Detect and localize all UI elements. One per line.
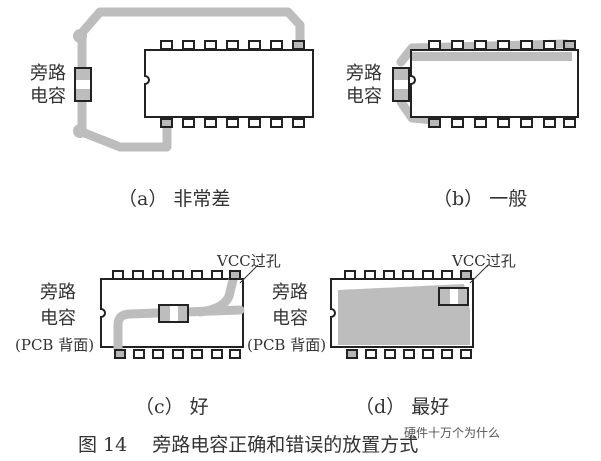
- bypass-capacitor: [438, 287, 469, 306]
- via-bottom: [73, 124, 87, 138]
- bypass-capacitor: [392, 67, 410, 102]
- trace-top: [75, 7, 305, 47]
- ic-pins-bottom: [428, 118, 576, 128]
- ground-plane-fill: [338, 284, 470, 345]
- cap-label: 旁路: [40, 282, 76, 303]
- cap-label: 旁路: [346, 63, 382, 84]
- cap-label-2: 电容: [346, 86, 382, 107]
- trace-top: [396, 39, 571, 67]
- cap-label-3: (PCB 背面): [15, 336, 94, 354]
- ic-pins-bottom: [114, 349, 241, 359]
- cap-label-3: (PCB 背面): [247, 336, 326, 354]
- panel-a: 旁路 电容 （a） 非常差: [30, 7, 314, 210]
- cap-label: 旁路: [30, 63, 66, 84]
- via-leader-line: [469, 264, 489, 284]
- ic-pins-top: [112, 270, 241, 280]
- ic-pins-top: [160, 40, 305, 50]
- caption-c: （c） 好: [135, 396, 209, 418]
- panel-d: VCC过孔 旁路 电容 (PCB 背面) （d） 最好: [247, 252, 516, 418]
- panel-b: 旁路 电容 （b） 一般: [346, 39, 579, 210]
- caption-a: （a） 非常差: [118, 188, 230, 210]
- ic-chip: [410, 49, 579, 118]
- cap-label-2: 电容: [272, 308, 308, 329]
- caption-d: （d） 最好: [355, 396, 449, 418]
- ic-pins-top: [428, 40, 576, 50]
- cap-label: 旁路: [272, 282, 308, 303]
- via-leader-line: [239, 264, 259, 284]
- figure-caption: 图 14 旁路电容正确和错误的放置方式: [78, 434, 418, 456]
- watermark: 硬件十万个为什么: [404, 426, 500, 440]
- via-label: VCC过孔: [216, 252, 281, 270]
- trace: [113, 305, 245, 353]
- trace-under-chip: [412, 52, 572, 61]
- ic-pins-bottom: [160, 118, 305, 128]
- panel-c: VCC过孔 旁路 电容 (PCB 背面) （c） 好: [15, 252, 281, 418]
- ic-pins-top: [344, 270, 472, 280]
- bypass-capacitor: [74, 67, 92, 102]
- via-top: [73, 29, 87, 43]
- cap-label-2: 电容: [40, 308, 76, 329]
- ic-pins-bottom: [346, 349, 472, 359]
- trace-bottom: [77, 95, 172, 152]
- via-label: VCC过孔: [451, 252, 516, 270]
- ic-chip: [144, 49, 314, 118]
- trace-to-via: [195, 271, 239, 317]
- bypass-capacitor: [158, 304, 189, 323]
- caption-b: （b） 一般: [433, 188, 527, 210]
- cap-label-2: 电容: [30, 86, 66, 107]
